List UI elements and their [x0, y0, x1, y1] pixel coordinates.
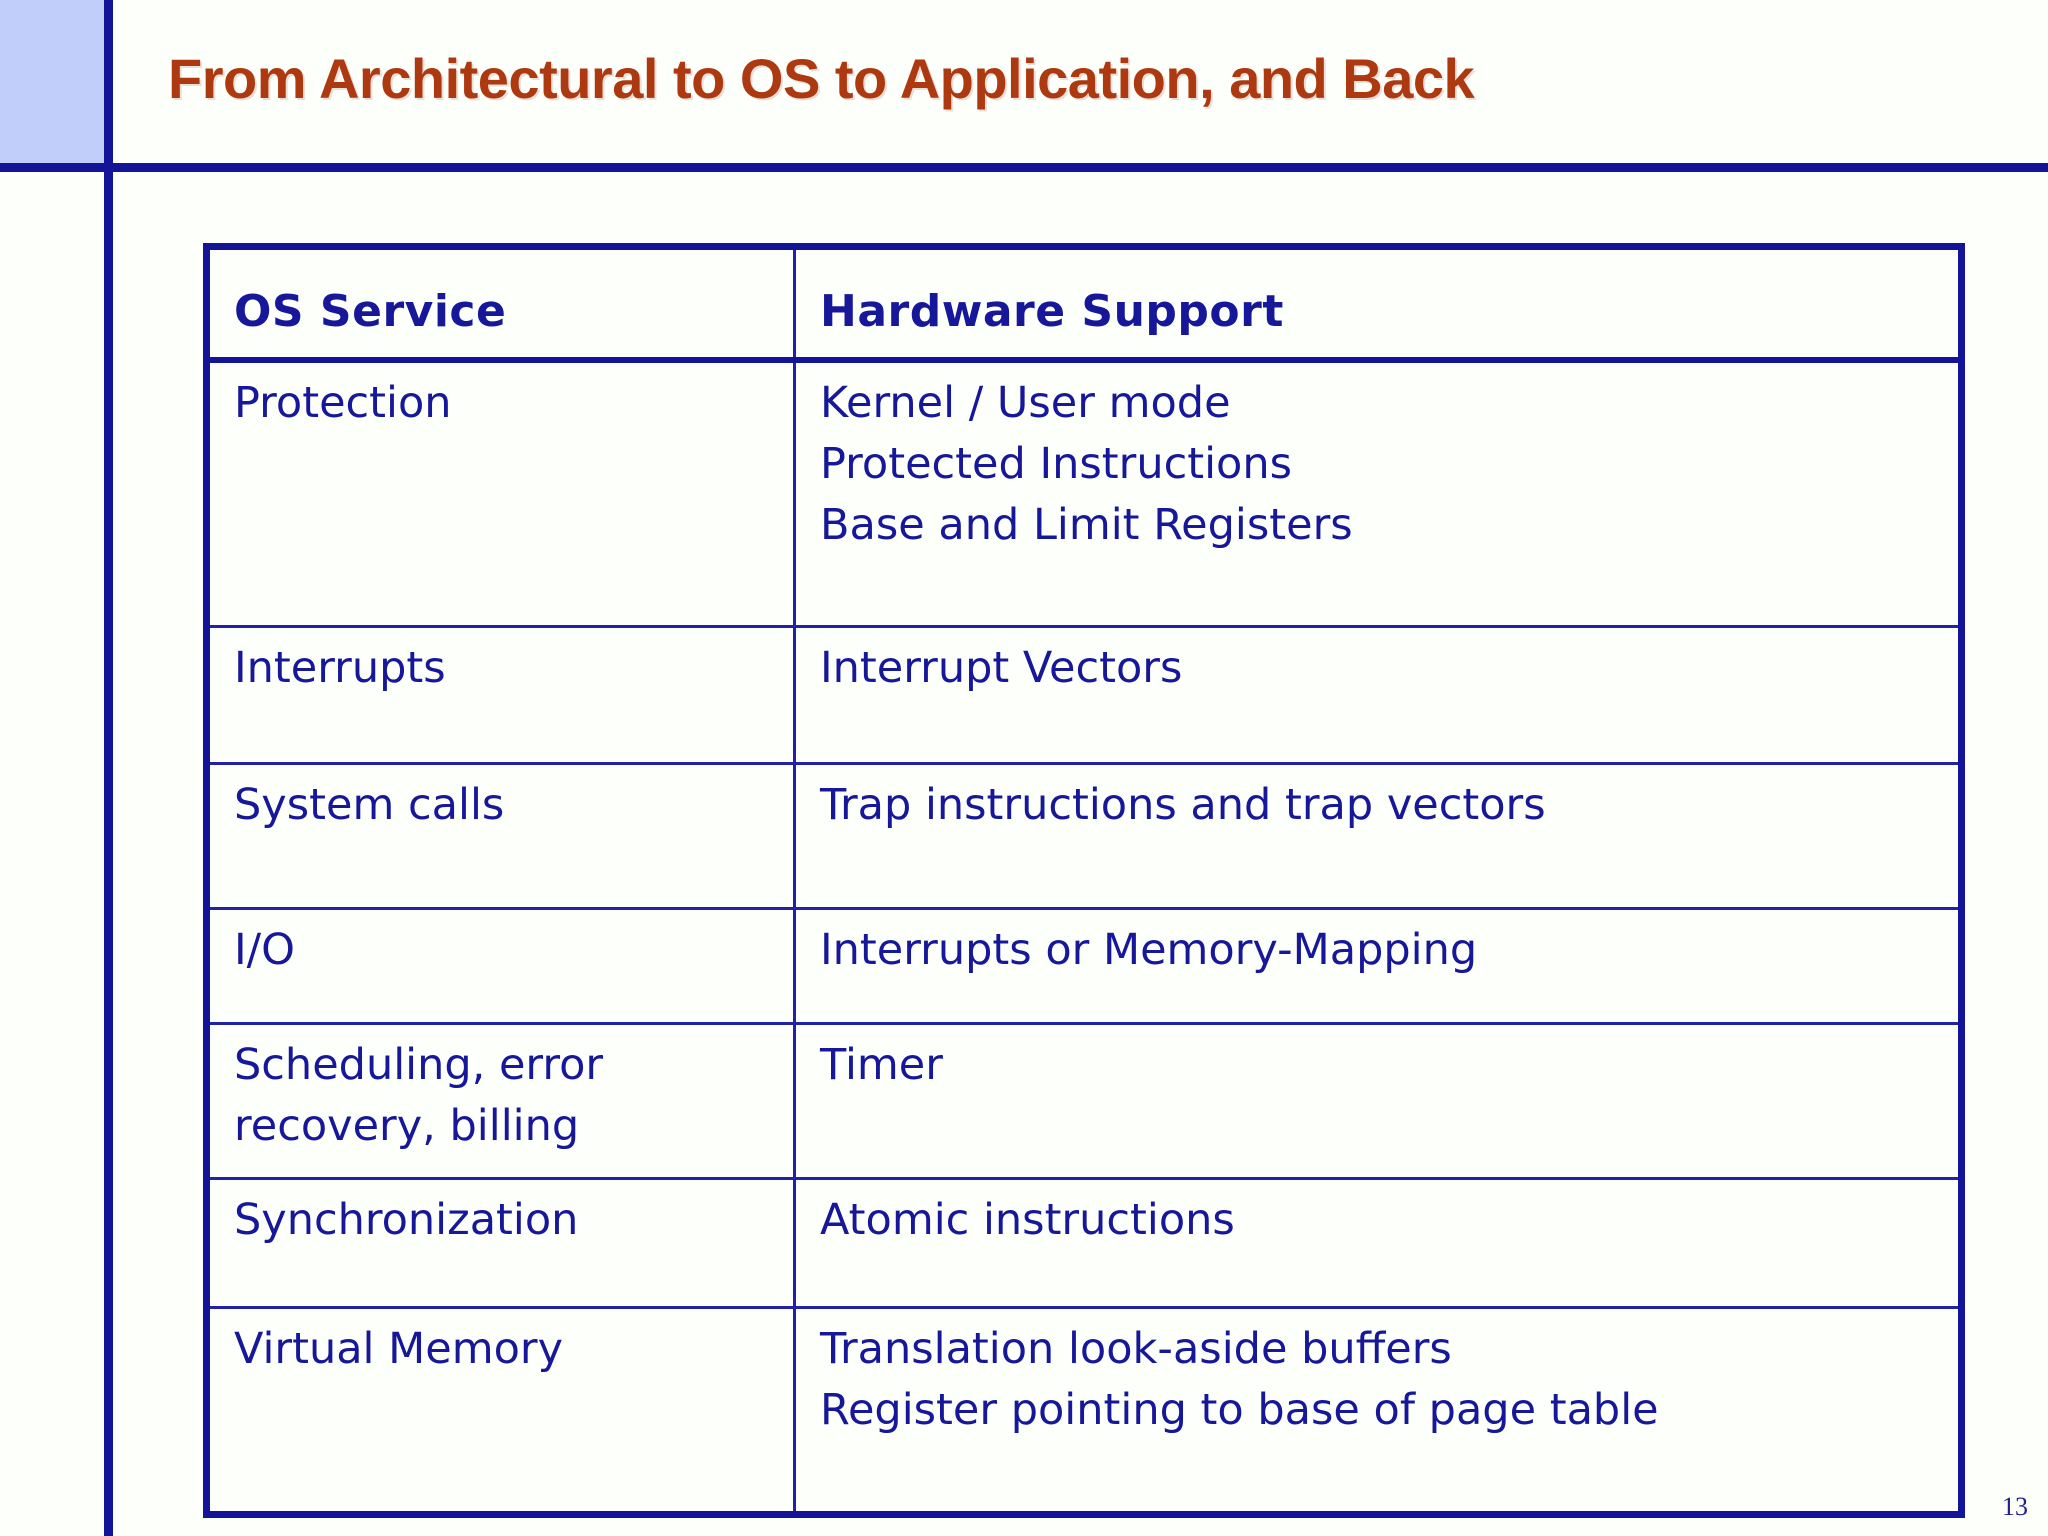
- cell-text: Atomic instructions: [820, 1195, 1235, 1245]
- cell-os-service: System calls: [206, 762, 796, 910]
- title-underline-rule: [0, 163, 2048, 172]
- cell-text: Interrupts or Memory-Mapping: [820, 925, 1478, 975]
- cell-hardware-support: Timer: [793, 1022, 1962, 1180]
- corner-accent-block: [0, 0, 104, 168]
- cell-os-service: I/O: [206, 907, 796, 1025]
- cell-text: Scheduling, error recovery, billing: [234, 1040, 604, 1152]
- cell-text: Translation look-aside buffers: [820, 1324, 1452, 1374]
- cell-text: Protection: [234, 378, 452, 428]
- column-header-os-service: OS Service: [206, 246, 796, 363]
- cell-hardware-support: Interrupt Vectors: [793, 625, 1962, 765]
- cell-hardware-support: Atomic instructions: [793, 1177, 1962, 1309]
- table-row: Protection Kernel / User mode Protected …: [206, 358, 1962, 628]
- table-row: Scheduling, error recovery, billing Time…: [206, 1022, 1962, 1180]
- cell-text: Synchronization: [234, 1195, 579, 1245]
- os-service-hardware-table: OS Service Hardware Support Protection K…: [203, 243, 1965, 1518]
- cell-text: Timer: [820, 1040, 943, 1090]
- cell-text: Protected Instructions: [820, 439, 1292, 490]
- cell-hardware-support: Trap instructions and trap vectors: [793, 762, 1962, 910]
- table-row: Interrupts Interrupt Vectors: [206, 625, 1962, 765]
- cell-os-service: Scheduling, error recovery, billing: [206, 1022, 796, 1180]
- cell-text: Base and Limit Registers: [820, 500, 1353, 551]
- cell-hardware-support: Interrupts or Memory-Mapping: [793, 907, 1962, 1025]
- table-row: I/O Interrupts or Memory-Mapping: [206, 907, 1962, 1025]
- cell-hardware-support: Kernel / User mode Protected Instruction…: [793, 358, 1962, 628]
- cell-text: Kernel / User mode: [820, 378, 1231, 428]
- page-title: From Architectural to OS to Application,…: [168, 47, 1475, 110]
- table-row: Virtual Memory Translation look-aside bu…: [206, 1306, 1962, 1515]
- cell-text: Register pointing to base of page table: [820, 1385, 1659, 1436]
- cell-text: Interrupts: [234, 643, 446, 693]
- table-row: System calls Trap instructions and trap …: [206, 762, 1962, 910]
- table-header-row: OS Service Hardware Support: [206, 246, 1962, 363]
- cell-text: Interrupt Vectors: [820, 643, 1183, 693]
- left-vertical-rule: [104, 0, 113, 1536]
- cell-text: Virtual Memory: [234, 1324, 564, 1374]
- cell-os-service: Protection: [206, 358, 796, 628]
- cell-os-service: Virtual Memory: [206, 1306, 796, 1515]
- page-number: 13: [2002, 1492, 2028, 1521]
- cell-os-service: Synchronization: [206, 1177, 796, 1309]
- cell-text: Trap instructions and trap vectors: [820, 780, 1546, 830]
- cell-os-service: Interrupts: [206, 625, 796, 765]
- column-header-hardware-support: Hardware Support: [793, 246, 1962, 363]
- cell-text: I/O: [234, 925, 296, 975]
- cell-text: System calls: [234, 780, 505, 830]
- cell-hardware-support: Translation look-aside buffers Register …: [793, 1306, 1962, 1515]
- table-row: Synchronization Atomic instructions: [206, 1177, 1962, 1309]
